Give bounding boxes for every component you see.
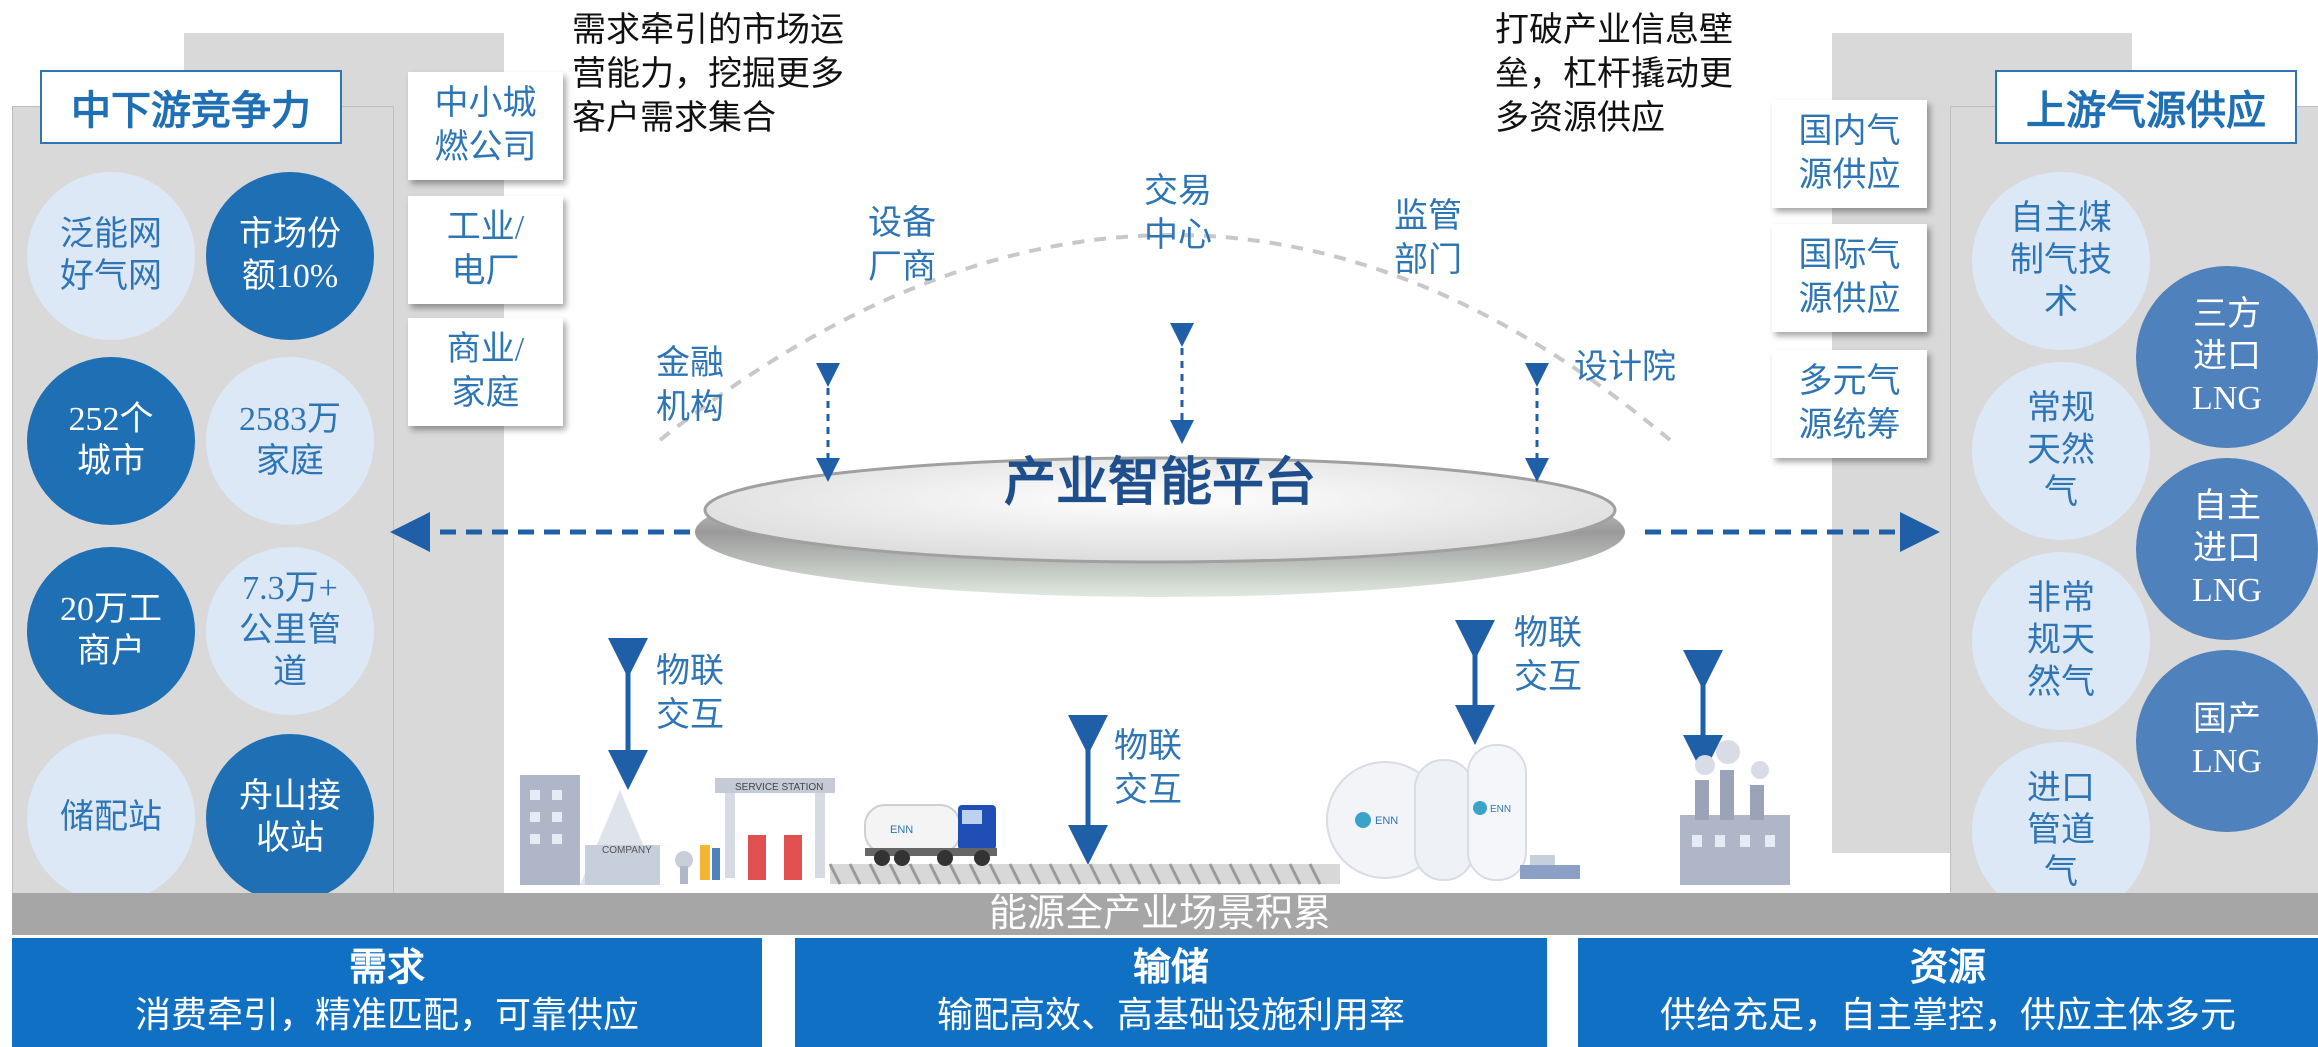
card-international-gas: 国际气 源供应: [1772, 224, 1927, 332]
circle-storage-station: 储配站: [27, 734, 195, 902]
circle-pipelines: 7.3万+ 公里管 道: [206, 547, 374, 715]
circle-energy-network: 泛能网 好气网: [27, 172, 195, 340]
circle-zhoushan-terminal: 舟山接 收站: [206, 734, 374, 902]
card-diverse-gas: 多元气 源统筹: [1772, 350, 1927, 458]
card-domestic-gas: 国内气 源供应: [1772, 100, 1927, 208]
card-city-gas: 中小城 燃公司: [408, 72, 563, 180]
right-panel-title: 上游气源供应: [1995, 70, 2297, 144]
circle-households: 2583万 家庭: [206, 357, 374, 525]
circle-unconventional-gas: 非常 规天 然气: [1972, 552, 2150, 730]
service-station-illustration: SERVICE STATION: [700, 778, 835, 880]
bottom-transport-subtitle: 输配高效、高基础设施利用率: [936, 994, 1405, 1035]
bottom-resource: 资源 供给充足，自主掌控，供应主体多元: [1578, 938, 2318, 1047]
circle-businesses: 20万工 商户: [27, 547, 195, 715]
ecosystem-arc: [658, 233, 1672, 442]
circle-domestic-lng: 国产 LNG: [2136, 650, 2318, 832]
circle-market-share: 市场份 额10%: [206, 172, 374, 340]
platform-title: 产业智能平台: [1003, 455, 1316, 512]
iot-label-right: 物联 交互: [1514, 615, 1582, 696]
iot-label-center: 物联 交互: [1114, 728, 1182, 809]
bottom-resource-title: 资源: [1909, 947, 1986, 989]
quote-right: 打破产业信息壁 垒，杠杆撬动更 多资源供应: [1495, 11, 1733, 137]
label-design: 设计院: [1574, 349, 1676, 386]
card-commercial: 商业/ 家庭: [408, 318, 563, 426]
circle-pipeline-import: 进口 管道 气: [1972, 742, 2150, 920]
iot-label-left: 物联 交互: [656, 653, 724, 734]
storage-tanks-illustration: ENN ENN: [1326, 744, 1580, 881]
bottom-transport: 输储 输配高效、高基础设施利用率: [795, 938, 1547, 1047]
platform-disk: [695, 456, 1625, 597]
label-finance: 金融 机构: [656, 345, 724, 426]
bottom-demand-subtitle: 消费牵引，精准匹配，可靠供应: [134, 994, 639, 1035]
pipeline: [828, 863, 1340, 885]
circle-conventional-gas: 常规 天然 气: [1972, 362, 2150, 540]
factory-illustration: [1680, 740, 1790, 885]
circle-cities: 252个 城市: [27, 357, 195, 525]
service-station-sign: SERVICE STATION: [735, 782, 823, 793]
bottom-demand-title: 需求: [348, 947, 425, 989]
bottom-resource-subtitle: 供给充足，自主掌控，供应主体多元: [1659, 994, 2236, 1035]
truck-logo-text: ENN: [890, 824, 913, 836]
company-sign: COMPANY: [602, 845, 652, 856]
circle-own-import-lng: 自主 进口 LNG: [2136, 458, 2318, 640]
circle-coal-gas: 自主煤 制气技 术: [1972, 172, 2150, 350]
quote-left: 需求牵引的市场运 营能力，挖掘更多 客户需求集合: [572, 11, 844, 137]
tank2-logo-text: ENN: [1490, 804, 1511, 815]
bottom-transport-title: 输储: [1132, 947, 1209, 989]
scene-strip-label: 能源全产业场景积累: [988, 893, 1331, 935]
tanker-truck-illustration: ENN: [864, 804, 997, 866]
office-building-illustration: COMPANY: [520, 775, 693, 885]
label-equipment: 设备 厂商: [868, 205, 936, 286]
left-panel-title: 中下游竞争力: [40, 70, 342, 144]
tank-logo-text: ENN: [1375, 815, 1398, 827]
label-exchange: 交易 中心: [1144, 173, 1212, 254]
circle-third-party-lng: 三方 进口 LNG: [2136, 266, 2318, 448]
scene-strip: [12, 893, 2318, 935]
bottom-demand: 需求 消费牵引，精准匹配，可靠供应: [12, 938, 762, 1047]
card-industry: 工业/ 电厂: [408, 196, 563, 304]
label-regulator: 监管 部门: [1394, 198, 1462, 279]
